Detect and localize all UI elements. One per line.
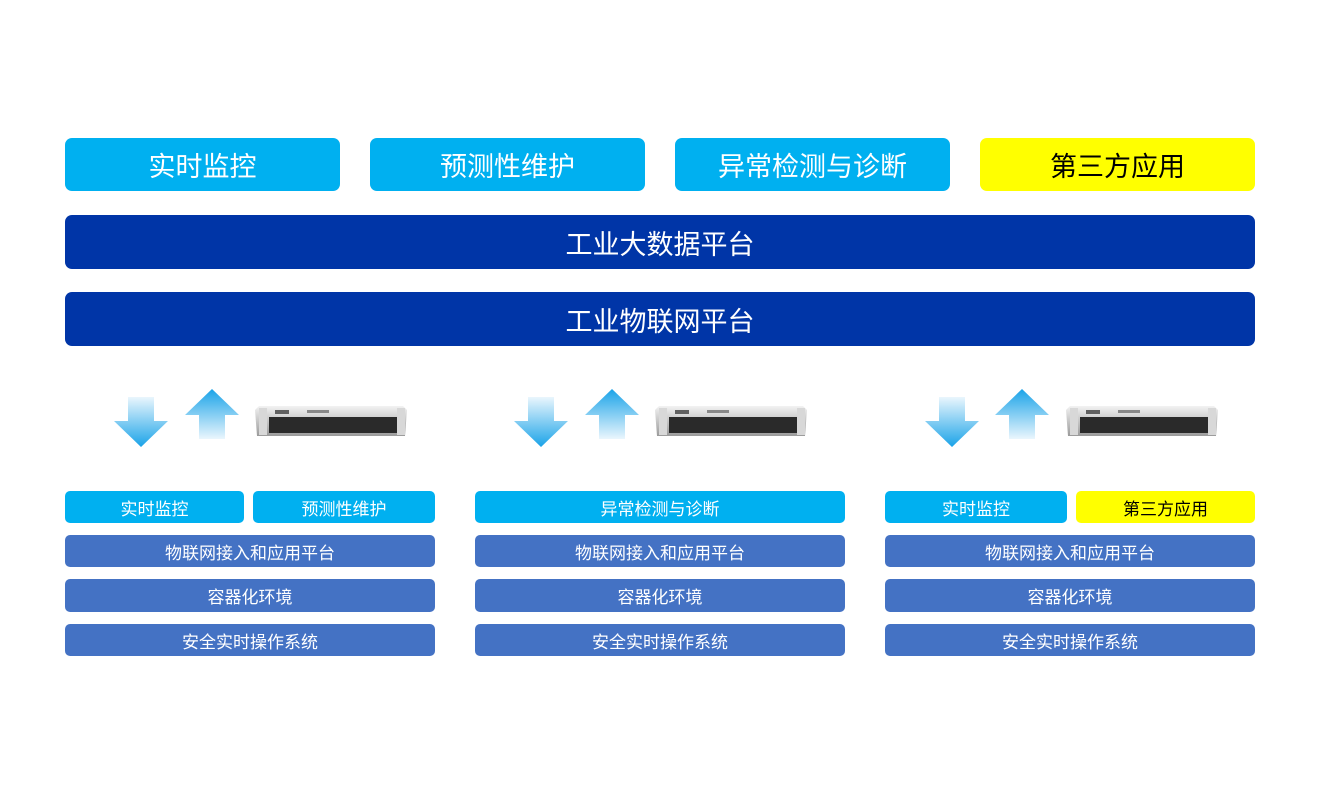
app-predictive-maintenance: 预测性维护: [370, 138, 645, 191]
node1-app-predictive-maintenance: 预测性维护: [253, 491, 435, 523]
industrial-server-icon: [1066, 406, 1218, 436]
node1-app-realtime-monitoring: 实时监控: [65, 491, 244, 523]
iot-platform: 工业物联网平台: [65, 292, 1255, 346]
app-realtime-monitoring: 实时监控: [65, 138, 340, 191]
node1-rtos-layer: 安全实时操作系统: [65, 624, 435, 656]
node2-container-layer: 容器化环境: [475, 579, 845, 612]
node2-rtos-layer: 安全实时操作系统: [475, 624, 845, 656]
node3-iot-access-layer: 物联网接入和应用平台: [885, 535, 1255, 567]
arrow-down-icon: [925, 397, 979, 447]
node2-app-anomaly-detection: 异常检测与诊断: [475, 491, 845, 523]
arrow-down-icon: [514, 397, 568, 447]
node3-rtos-layer: 安全实时操作系统: [885, 624, 1255, 656]
node3-app-third-party: 第三方应用: [1076, 491, 1255, 523]
industrial-server-icon: [655, 406, 807, 436]
arrow-up-icon: [585, 389, 639, 439]
arrow-up-icon: [185, 389, 239, 439]
arrow-down-icon: [114, 397, 168, 447]
arrow-up-icon: [995, 389, 1049, 439]
node3-app-realtime-monitoring: 实时监控: [885, 491, 1067, 523]
app-anomaly-detection: 异常检测与诊断: [675, 138, 950, 191]
bigdata-platform: 工业大数据平台: [65, 215, 1255, 269]
node3-container-layer: 容器化环境: [885, 579, 1255, 612]
node2-iot-access-layer: 物联网接入和应用平台: [475, 535, 845, 567]
node1-iot-access-layer: 物联网接入和应用平台: [65, 535, 435, 567]
node1-container-layer: 容器化环境: [65, 579, 435, 612]
app-third-party: 第三方应用: [980, 138, 1255, 191]
industrial-server-icon: [255, 406, 407, 436]
